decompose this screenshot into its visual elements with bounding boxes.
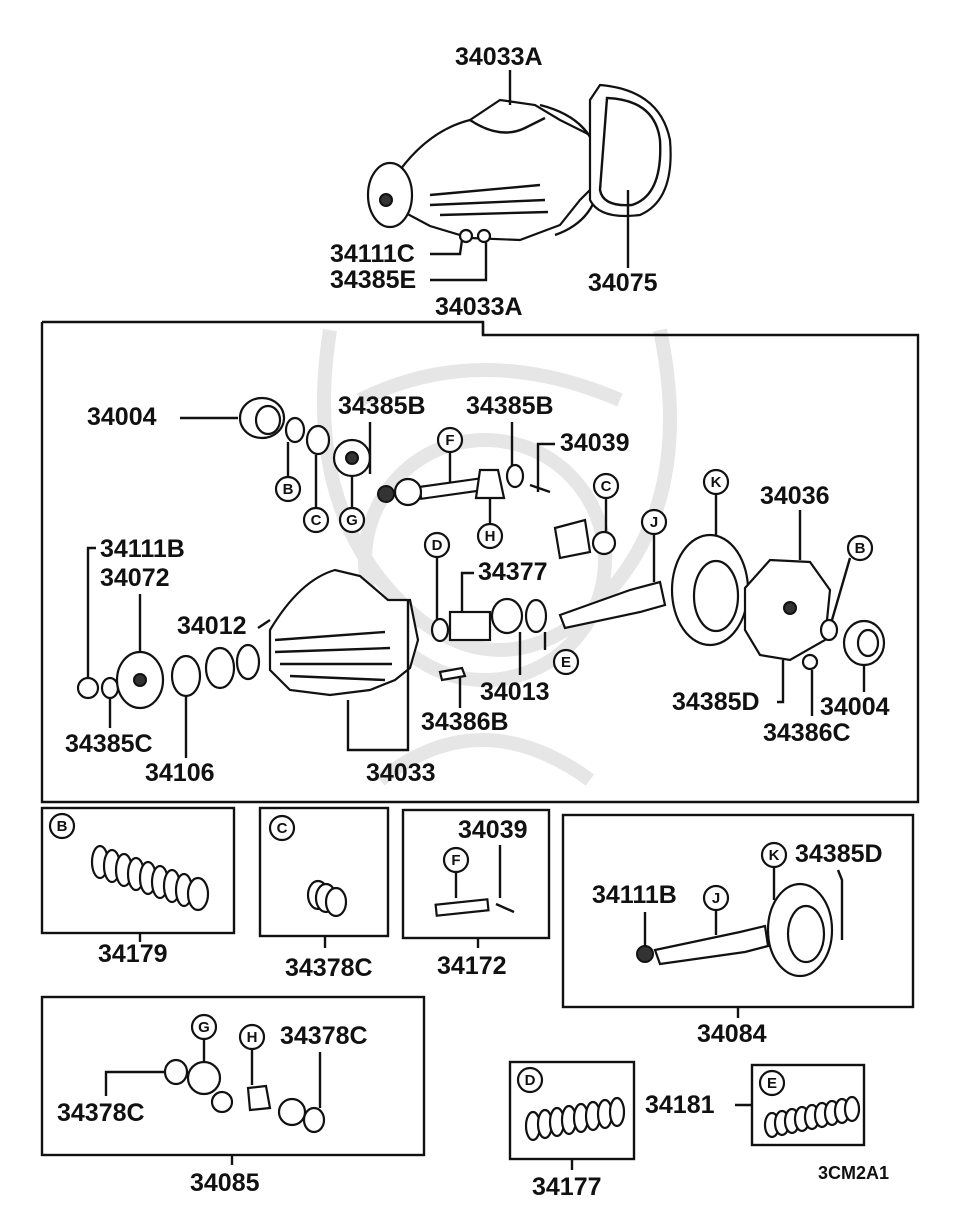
label-flange: 34072: [100, 564, 170, 592]
kit-e-content: E: [758, 1069, 861, 1139]
label-lock-d: 34385D: [672, 688, 760, 716]
kit-c-part: 34378C: [285, 954, 373, 982]
svg-text:K: K: [711, 474, 722, 491]
circle-f-1: F: [436, 426, 464, 482]
svg-text:K: K: [769, 847, 780, 864]
watermark-logo: [317, 328, 677, 786]
svg-text:G: G: [346, 512, 358, 529]
svg-text:G: G: [198, 1019, 210, 1036]
label-main-box: 34033A: [435, 293, 523, 321]
kit-box-pinion-set: [40, 995, 426, 1157]
svg-text:J: J: [650, 514, 658, 531]
circle-k-1: K: [702, 468, 730, 535]
top-assembly-drawing: [366, 83, 672, 244]
kit-pin-set-part: 34172: [437, 952, 507, 980]
label-washer-c: 34385C: [65, 730, 153, 758]
svg-text:B: B: [57, 818, 68, 835]
label-top-washer: 34385E: [330, 266, 416, 294]
svg-text:C: C: [601, 478, 612, 495]
svg-text:H: H: [247, 1029, 258, 1046]
diagram-code: 3CM2A1: [818, 1163, 889, 1183]
kit-d-content: D: [516, 1066, 626, 1142]
label-top-assembly: 34033A: [455, 43, 543, 71]
circle-e-1: E: [543, 632, 580, 676]
label-washer-b2: 34385B: [466, 392, 554, 420]
kit-pinion-set-content: G H 34378C 34378C: [57, 1013, 368, 1134]
kit-e-part: 34181: [645, 1091, 715, 1119]
svg-text:D: D: [432, 537, 443, 554]
svg-text:H: H: [485, 528, 496, 545]
kit-b-part: 34179: [98, 940, 168, 968]
kit-d-part: 34177: [532, 1173, 602, 1201]
circle-j-1: J: [640, 508, 668, 582]
label-bolt-c: 34386C: [763, 719, 851, 747]
label-bolt-b: 34386B: [421, 708, 509, 736]
kit-box-b: [40, 806, 236, 935]
circle-b-1: B: [274, 442, 302, 503]
svg-text:34385D: 34385D: [795, 840, 883, 868]
label-seal: 34012: [177, 612, 247, 640]
main-assembly-parts: [76, 396, 886, 710]
svg-text:C: C: [277, 820, 288, 837]
kit-box-pin-set: [401, 808, 551, 940]
label-bearing-outer: 34106: [145, 759, 215, 787]
svg-text:E: E: [767, 1075, 777, 1092]
circle-b-2: B: [830, 534, 874, 621]
kit-c-content: C: [268, 814, 348, 918]
label-carrier: 34033: [366, 759, 436, 787]
label-spacer: 34377: [478, 558, 548, 586]
kit-gear-set-content: 34111B J K 34385D: [592, 840, 883, 978]
svg-text:F: F: [445, 432, 454, 449]
kit-pinion-set-part: 34085: [190, 1169, 260, 1197]
label-nut-b: 34111B: [100, 535, 185, 563]
label-pin: 34039: [560, 429, 630, 457]
label-case: 34036: [760, 482, 830, 510]
svg-text:34111B: 34111B: [592, 881, 677, 909]
circle-c-2: C: [592, 472, 620, 532]
circle-c-1: C: [302, 455, 330, 534]
svg-text:C: C: [311, 512, 322, 529]
shim-stack-b: [90, 844, 210, 912]
kit-gear-set-part: 34084: [697, 1020, 767, 1048]
label-washer-b1: 34385B: [338, 392, 426, 420]
svg-text:E: E: [561, 654, 571, 671]
circle-h-1: H: [476, 498, 504, 550]
label-bearing-left-top: 34004: [87, 403, 157, 431]
circle-g-1: G: [338, 476, 366, 534]
svg-text:34039: 34039: [458, 816, 528, 844]
svg-text:B: B: [283, 481, 294, 498]
label-top-nut: 34111C: [330, 240, 415, 268]
svg-text:B: B: [855, 540, 866, 557]
kit-box-e: [750, 1063, 866, 1147]
svg-text:34378C: 34378C: [280, 1022, 368, 1050]
label-bearing-right: 34004: [820, 693, 890, 721]
label-bearing-inner: 34013: [480, 678, 550, 706]
svg-text:D: D: [525, 1072, 536, 1089]
circle-d-1: D: [423, 531, 451, 620]
svg-text:J: J: [712, 890, 720, 907]
gasket-shape: [588, 83, 672, 218]
main-assembly-frame: [40, 320, 920, 804]
label-top-gasket: 34075: [588, 269, 658, 297]
svg-text:34378C: 34378C: [57, 1099, 145, 1127]
kit-pin-set-content: 34039 F: [434, 816, 528, 917]
kit-b-content: B: [48, 812, 210, 912]
svg-text:F: F: [451, 852, 460, 869]
